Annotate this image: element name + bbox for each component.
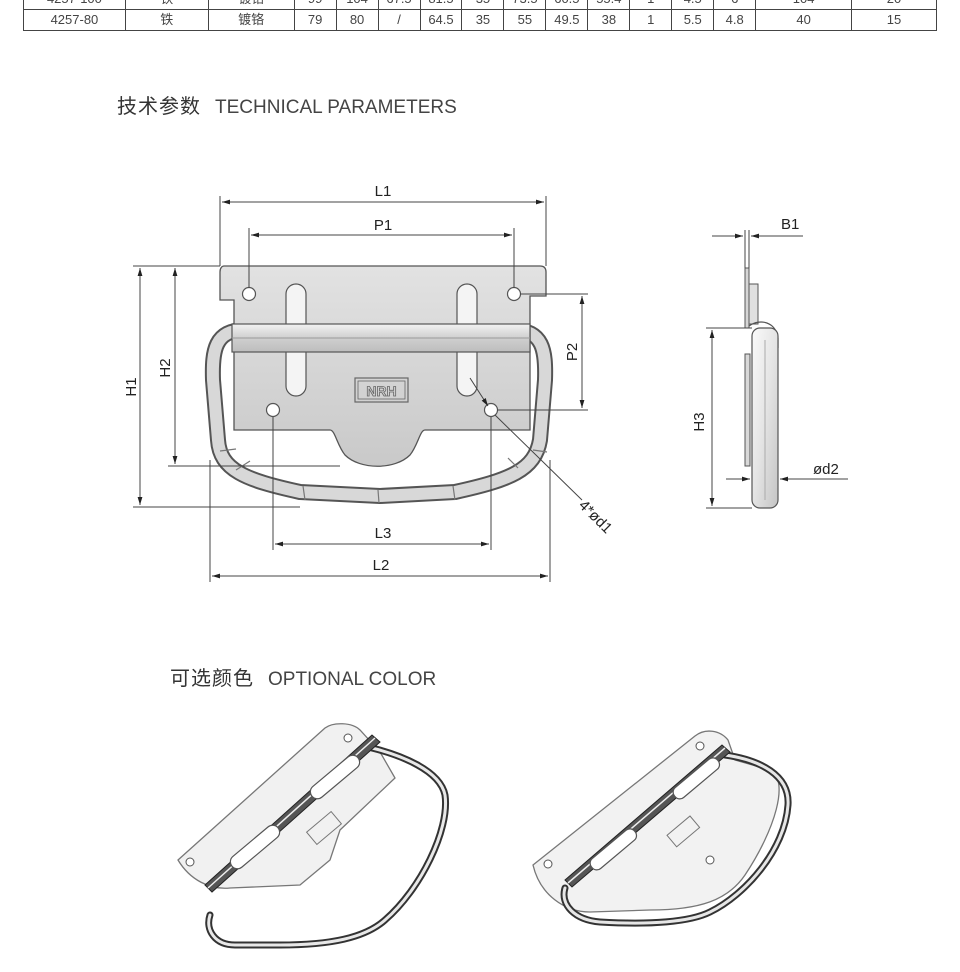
label-L2: L2: [373, 557, 390, 574]
label-hole: 4*ød1: [575, 497, 615, 537]
label-P2: P2: [564, 343, 581, 361]
logo-box: [354, 377, 409, 403]
table-cell: 35: [461, 9, 505, 31]
table-cell: 4257-80: [23, 9, 126, 31]
label-H1: H1: [123, 377, 140, 396]
side-dimensions: [706, 230, 848, 509]
hole: [241, 286, 257, 302]
spec-table: 4257-100铁镀铬9910467.581.53573.560.555.414…: [23, 0, 937, 31]
color-section-title: 可选颜色 OPTIONAL COLOR: [170, 662, 436, 691]
front-view: NRH: [204, 265, 554, 504]
color-title-cn: 可选颜色: [170, 666, 254, 690]
label-L1: L1: [375, 183, 392, 200]
label-H2: H2: [157, 358, 174, 377]
color-title-en: OPTIONAL COLOR: [268, 669, 437, 690]
label-d2: ød2: [813, 461, 839, 478]
hole: [506, 286, 522, 302]
product-photo-chrome: [175, 720, 460, 949]
table-cell: 4.8: [713, 9, 757, 31]
table-cell: 铁: [124, 9, 209, 31]
logo-text: NRH: [366, 383, 396, 399]
table-cell: 镀铬: [207, 9, 295, 31]
label-P1: P1: [374, 217, 392, 234]
table-cell: 40: [755, 9, 853, 31]
table-cell: 15: [851, 9, 937, 31]
front-dimensions: [133, 196, 588, 582]
table-cell: 49.5: [545, 9, 589, 31]
hole: [265, 402, 281, 418]
tech-title-cn: 技术参数: [117, 94, 201, 118]
table-cell: 64.5: [419, 9, 463, 31]
side-view: [744, 267, 779, 509]
hole: [483, 402, 499, 418]
table-cell: 38: [587, 9, 631, 31]
label-B1: B1: [781, 216, 799, 233]
tech-section-title: 技术参数 TECHNICAL PARAMETERS: [117, 90, 457, 119]
table-cell: 5.5: [671, 9, 715, 31]
tech-title-en: TECHNICAL PARAMETERS: [215, 97, 457, 118]
mounting-plate: [219, 265, 547, 467]
label-H3: H3: [691, 412, 708, 431]
product-photo-stainless: [532, 730, 792, 927]
label-L3: L3: [375, 525, 392, 542]
